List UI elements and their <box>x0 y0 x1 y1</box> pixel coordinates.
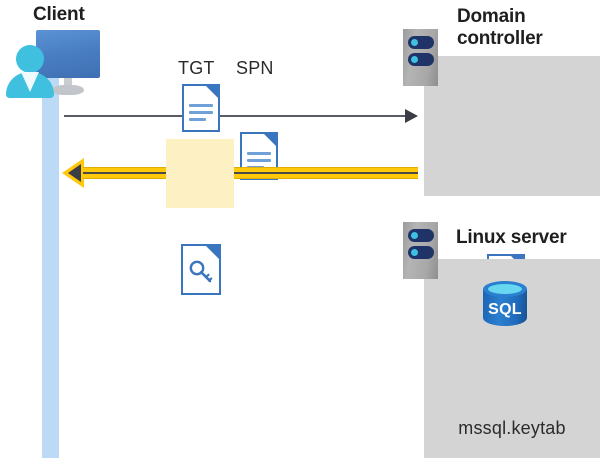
person-head <box>16 45 44 73</box>
request-arrow <box>64 109 418 123</box>
rack-led <box>411 56 418 63</box>
response-arrow-head <box>62 158 84 188</box>
document-fold-icon <box>262 132 278 148</box>
response-arrow <box>62 158 418 188</box>
person-collar <box>21 72 39 92</box>
server-rack-icon <box>403 222 438 279</box>
rack-led <box>411 39 418 46</box>
monitor-base <box>52 85 84 95</box>
document-key-icon <box>181 244 221 295</box>
domain-controller-label-line2: controller <box>457 28 543 49</box>
document-text-line <box>189 111 213 114</box>
spn-label: SPN <box>236 58 274 78</box>
tgt-label: TGT <box>178 58 215 78</box>
monitor-screen <box>36 30 100 78</box>
response-arrow-core <box>83 172 418 174</box>
rack-led <box>411 232 418 239</box>
document-text-line <box>189 104 213 107</box>
request-arrow-head <box>405 109 418 123</box>
sql-database-icon: SQL <box>483 281 527 331</box>
document-text-line <box>189 118 206 121</box>
client-lifeline <box>42 78 59 458</box>
domain-controller-panel <box>424 56 600 196</box>
client-label: Client <box>33 4 85 25</box>
keytab-file-label: mssql.keytab <box>458 418 566 438</box>
document-icon <box>182 84 220 132</box>
document-text-line <box>247 159 271 162</box>
document-fold-icon <box>204 244 221 261</box>
document-fold-icon <box>204 84 220 100</box>
monitor-neck <box>64 78 72 88</box>
user-workstation-icon <box>6 28 102 98</box>
server-rack-icon <box>403 29 438 86</box>
document-text-line <box>247 152 271 155</box>
ticket-highlight-box <box>166 139 234 208</box>
key-icon <box>189 260 213 283</box>
request-arrow-shaft <box>64 115 406 117</box>
linux-server-label: Linux server <box>456 227 567 248</box>
domain-controller-label-line1: Domain <box>457 6 526 27</box>
sql-database-label: SQL <box>488 301 522 318</box>
sql-database-top-inner <box>488 284 522 294</box>
rack-led <box>411 249 418 256</box>
response-arrow-shaft <box>83 167 418 179</box>
response-arrow-head-core <box>68 164 81 182</box>
